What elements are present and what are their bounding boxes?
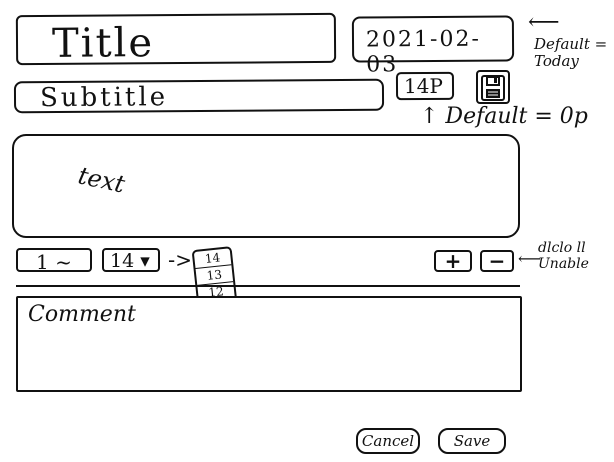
- text-area-placeholder: text: [75, 161, 128, 199]
- comment-font-select[interactable]: 1 ~: [16, 248, 92, 274]
- date-annotation: Default = Today: [534, 35, 608, 71]
- cancel-button[interactable]: Cancel: [356, 428, 420, 454]
- save-icon-button[interactable]: [476, 70, 510, 104]
- title-input[interactable]: Title: [15, 12, 337, 67]
- comment-area-placeholder: Comment: [28, 302, 136, 327]
- font-size-value: 14P: [403, 73, 443, 99]
- font-size-input[interactable]: 14P: [395, 71, 455, 101]
- subtitle-input-value: Subtitle: [39, 82, 169, 114]
- save-button[interactable]: Save: [438, 428, 506, 454]
- plus-icon: +: [444, 249, 462, 273]
- comment-size-value: 14 ▾: [110, 250, 150, 272]
- comment-font-value: 1 ~: [36, 250, 72, 274]
- date-input[interactable]: 2021-02-03: [351, 15, 515, 77]
- comment-area[interactable]: Comment: [16, 296, 522, 392]
- floppy-disk-icon: [481, 75, 505, 101]
- cancel-button-label: Cancel: [361, 432, 415, 450]
- minus-icon: −: [488, 249, 506, 273]
- plus-button[interactable]: +: [434, 249, 472, 273]
- date-annotation-arrow-icon: ⟵: [528, 10, 560, 35]
- buttons-annotation: dlclo ll Unable: [538, 240, 589, 273]
- divider: [16, 285, 520, 287]
- save-button-label: Save: [453, 432, 491, 450]
- dropdown-arrow-icon: ->: [168, 248, 192, 272]
- buttons-annotation-arrow-icon: ⟵: [518, 249, 541, 268]
- text-area[interactable]: text: [12, 134, 520, 238]
- subtitle-input[interactable]: Subtitle: [13, 78, 385, 114]
- title-input-value: Title: [51, 20, 155, 67]
- comment-size-select[interactable]: 14 ▾: [102, 248, 160, 272]
- font-size-annotation: ↑ Default = 0p: [420, 104, 588, 129]
- minus-button[interactable]: −: [480, 249, 514, 273]
